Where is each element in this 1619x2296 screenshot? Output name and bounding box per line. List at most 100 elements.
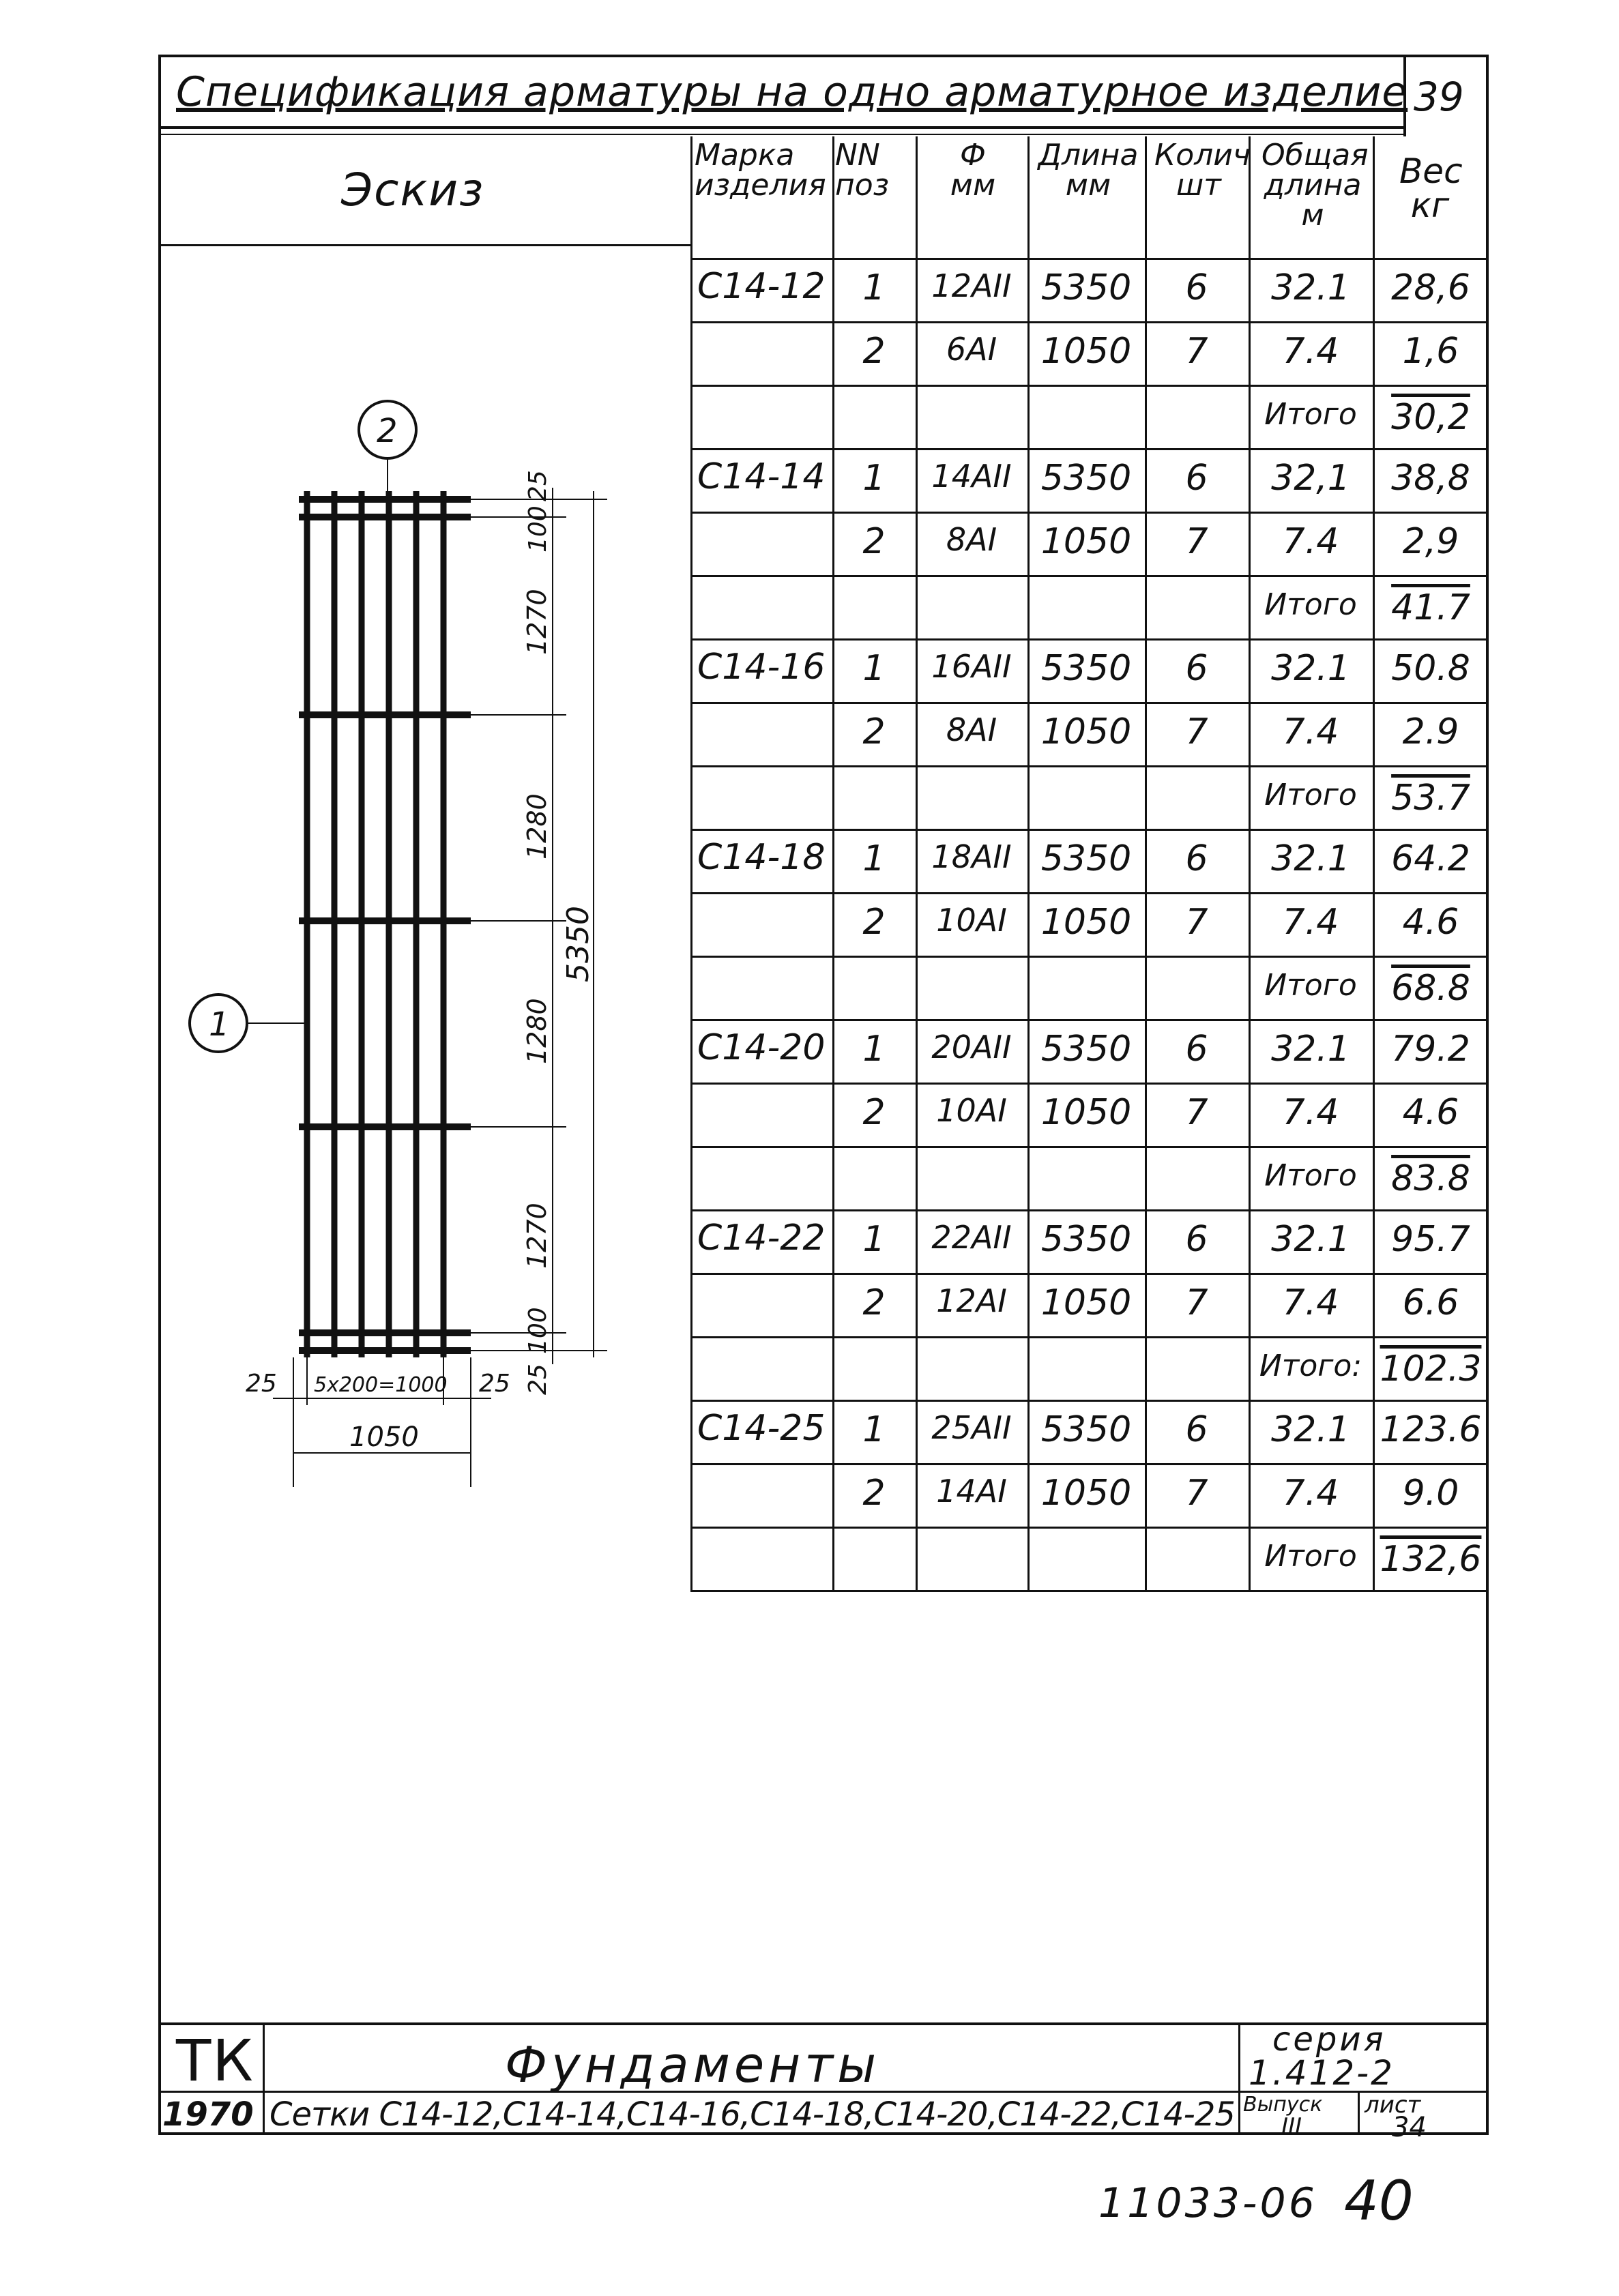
cell-weight: 79.2 (1391, 1029, 1470, 1070)
cell-weight: 123.6 (1380, 1409, 1482, 1450)
cell-weight: 2,9 (1402, 521, 1459, 562)
cell-total-length: 7.4 (1282, 902, 1339, 943)
cell-diameter: 10AI (936, 1092, 1007, 1129)
cell-pos: 1 (862, 458, 886, 499)
sheet-value: 34 (1392, 2112, 1427, 2143)
table-column-rule (832, 136, 834, 1590)
cell-count: 7 (1185, 331, 1208, 372)
table-row-rule (690, 1083, 1489, 1085)
cell-diameter: 22AII (931, 1219, 1012, 1256)
cell-count: 7 (1185, 711, 1208, 752)
cell-count: 7 (1185, 521, 1208, 562)
table-row-rule (690, 956, 1489, 958)
table-row-rule (690, 638, 1489, 641)
cell-pos: 2 (862, 331, 886, 372)
cell-total-length: 7.4 (1282, 1092, 1339, 1133)
cell-length: 5350 (1040, 1219, 1132, 1260)
table-column-rule (1249, 136, 1251, 1590)
col-header-diam: Ф мм (918, 141, 1027, 201)
cell-count: 6 (1185, 1219, 1208, 1260)
cell-total-length: 32.1 (1271, 1029, 1350, 1070)
dim-1280-b: 1280 (522, 998, 552, 1064)
cell-mark: С14-12 (697, 266, 826, 307)
sheet-label: лист (1365, 2091, 1421, 2119)
table-header-rule (690, 258, 1489, 260)
cell-diameter: 18AII (931, 838, 1012, 875)
cell-count: 6 (1185, 267, 1208, 308)
archive-code: 11033-06 (1098, 2179, 1317, 2227)
cell-weight: 64.2 (1391, 838, 1470, 879)
cell-total-length: 32.1 (1271, 1409, 1350, 1450)
cell-total-label: Итого: (1259, 1349, 1362, 1383)
cell-weight: 4.6 (1402, 902, 1459, 943)
cell-pos: 1 (862, 648, 886, 689)
cell-length: 1050 (1040, 331, 1132, 372)
cell-length: 5350 (1040, 1029, 1132, 1070)
table-column-rule (1373, 136, 1375, 1590)
title-block-divider (263, 2022, 265, 2135)
series-value: 1.412-2 (1249, 2053, 1395, 2093)
cell-pos: 1 (862, 1409, 886, 1450)
cell-total-label: Итого (1264, 1158, 1357, 1193)
dim-total-5350: 5350 (561, 906, 596, 982)
table-row-rule (690, 829, 1489, 831)
sketch-title: Эскиз (341, 164, 485, 216)
table-row-rule (690, 1527, 1489, 1529)
cell-total-length: 32,1 (1271, 458, 1350, 499)
cell-length: 5350 (1040, 267, 1132, 308)
cell-length: 1050 (1040, 521, 1132, 562)
col-header-pos: NN поз (835, 141, 916, 201)
table-row-rule (690, 448, 1489, 450)
table-row-rule (690, 1019, 1489, 1021)
col-header-weight: Вес кг (1375, 154, 1485, 222)
table-row-rule (690, 1209, 1489, 1211)
table-row-rule (690, 512, 1489, 514)
cell-count: 7 (1185, 1092, 1208, 1133)
cell-pos: 2 (862, 521, 886, 562)
table-row-rule (690, 1400, 1489, 1402)
cell-count: 7 (1185, 1282, 1208, 1323)
table-row-rule (690, 1590, 1489, 1592)
cell-count: 6 (1185, 1029, 1208, 1070)
cell-total-weight: 68.8 (1391, 968, 1470, 1009)
table-column-rule (1027, 136, 1030, 1590)
cell-diameter: 25AII (931, 1409, 1012, 1446)
table-column-rule (916, 136, 918, 1590)
spec-title: Спецификация арматуры на одно арматурное… (176, 68, 1408, 116)
cell-count: 6 (1185, 1409, 1208, 1450)
cell-pos: 2 (862, 711, 886, 752)
cell-total-length: 7.4 (1282, 1473, 1339, 1514)
cell-count: 6 (1185, 648, 1208, 689)
table-row-rule (690, 702, 1489, 704)
sheet-number: 39 (1414, 74, 1464, 120)
cell-mark: С14-20 (697, 1027, 826, 1068)
cell-pos: 2 (862, 902, 886, 943)
cell-total-weight: 132,6 (1380, 1539, 1482, 1580)
title-block-mid-rule (158, 2091, 1489, 2093)
cell-weight: 9.0 (1402, 1473, 1459, 1514)
pos-label-1: 1 (209, 1005, 230, 1044)
series-label: серия (1272, 2020, 1386, 2059)
cell-diameter: 8AI (946, 521, 997, 558)
table-row-rule (690, 765, 1489, 767)
col-header-length: Длина мм (1030, 141, 1146, 201)
col-header-diam-text: Ф мм (950, 138, 996, 203)
cell-weight: 95.7 (1391, 1219, 1470, 1260)
cell-total-label: Итого (1264, 778, 1357, 812)
col-header-total-length: Общая длина м (1251, 141, 1374, 231)
col-header-mark: Марка изделия (695, 141, 831, 201)
cell-total-weight: 41.7 (1391, 587, 1470, 628)
cell-total-weight: 53.7 (1391, 778, 1470, 819)
cell-total-length: 32.1 (1271, 648, 1350, 689)
col-header-total-length-text: Общая длина м (1261, 138, 1369, 233)
cell-length: 1050 (1040, 1473, 1132, 1514)
cell-total-length: 32.1 (1271, 1219, 1350, 1260)
table-row-rule (690, 1463, 1489, 1465)
cell-weight: 2.9 (1402, 711, 1459, 752)
cell-pos: 2 (862, 1282, 886, 1323)
cell-mark: С14-18 (697, 837, 826, 878)
col-header-count: Колич шт (1148, 141, 1251, 201)
dim-top-25: 25 (524, 470, 552, 501)
dim-top-100: 100 (524, 505, 552, 553)
cell-pos: 2 (862, 1473, 886, 1514)
